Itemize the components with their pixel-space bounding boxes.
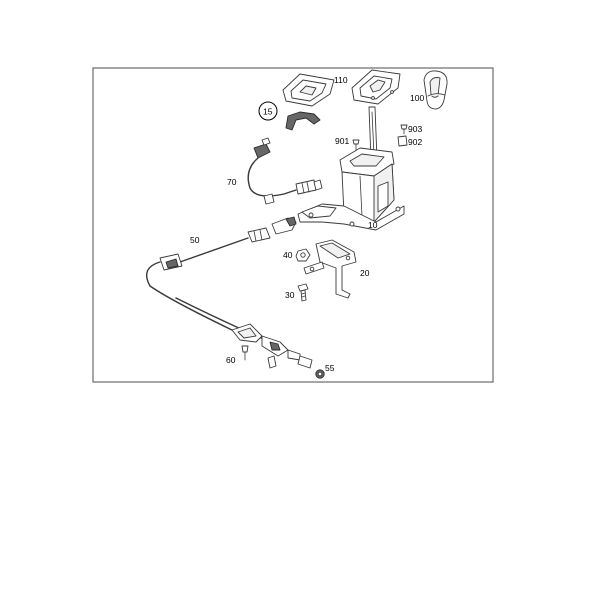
part-70-connector-cable [247,137,323,205]
label-110: 110 [334,75,348,85]
label-100: 100 [410,93,424,103]
label-903: 903 [408,124,422,134]
part-10-shifter-housing [297,106,405,231]
label-902: 902 [408,137,422,147]
part-20-bracket [303,239,357,299]
part-100-shift-knob [423,70,448,110]
label-40: 40 [283,250,293,260]
part-903-screw [400,124,408,135]
label-50: 50 [190,235,200,245]
callout-ring-15 [258,101,278,121]
part-40-nut [295,248,311,262]
part-30-bolt [297,283,309,302]
label-55: 55 [325,363,335,373]
part-902-clip [397,135,408,147]
diagram-frame [92,67,494,383]
label-30: 30 [285,290,295,300]
label-60: 60 [226,355,236,365]
part-50-shift-cable [146,216,301,357]
label-70: 70 [227,177,237,187]
part-15-trim-plate [282,73,335,131]
part-110-shift-cover [351,69,401,105]
part-55-cap [297,355,325,379]
label-901: 901 [335,136,349,146]
label-10: 10 [368,220,378,230]
part-60-cable-end [231,323,301,369]
label-15: 15 [263,107,273,117]
label-20: 20 [360,268,370,278]
